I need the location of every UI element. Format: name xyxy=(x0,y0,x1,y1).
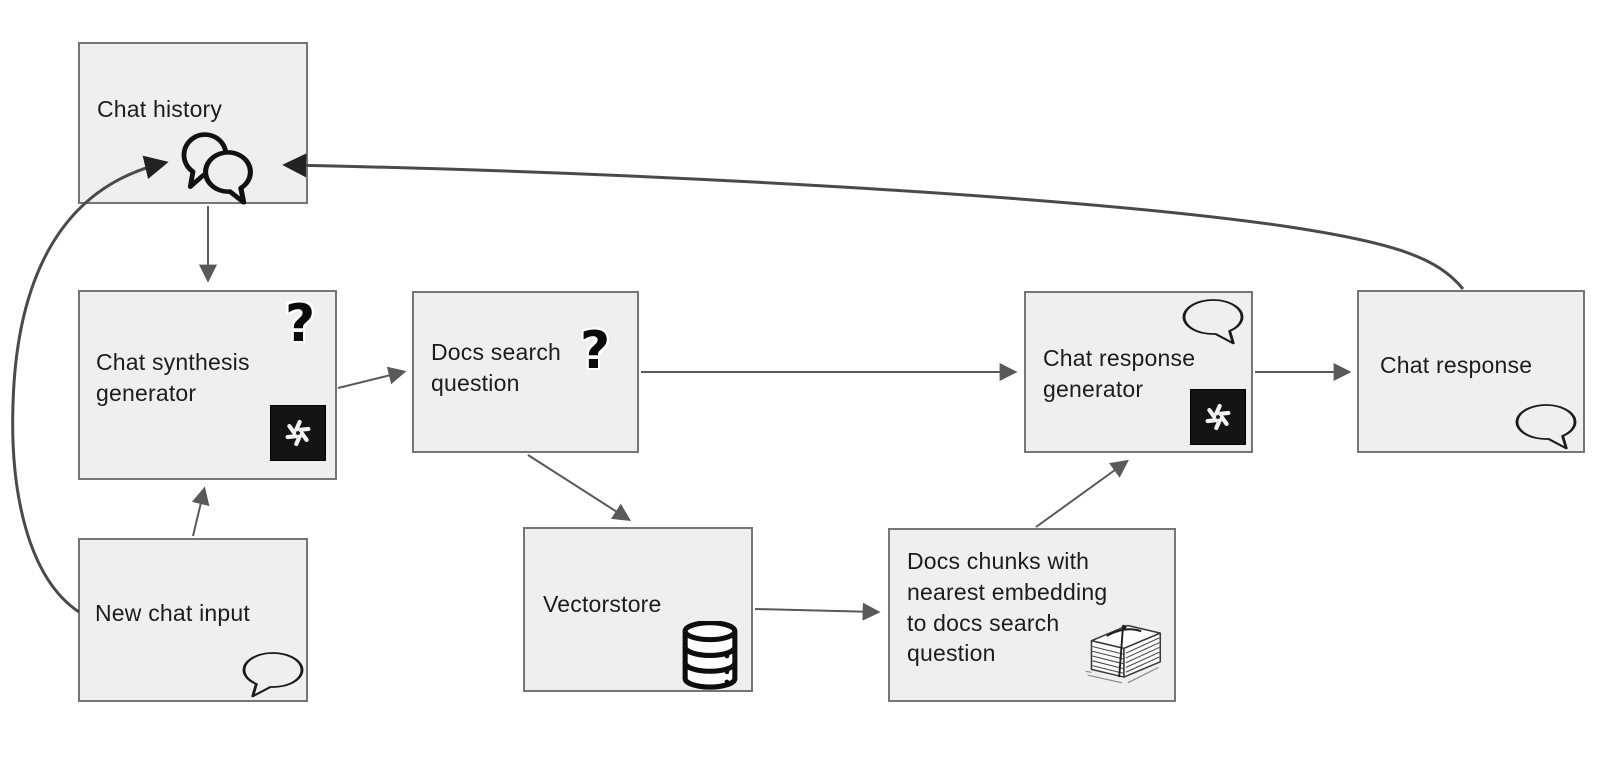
node-label: Chat response generator xyxy=(1043,345,1196,402)
edge-chat-synthesis-generator-to-docs-search-question xyxy=(337,366,407,389)
node-docs-chunks: Docs chunks with nearest embedding to do… xyxy=(888,528,1176,702)
speech-bubble-icon xyxy=(1515,403,1577,450)
node-chat-history: Chat history xyxy=(78,42,308,204)
question-mark-icon: ? xyxy=(285,294,316,354)
node-label: Vectorstore xyxy=(543,591,662,617)
edge-chat-response-to-chat-history xyxy=(282,153,1465,290)
node-new-chat-input: New chat input xyxy=(78,538,308,702)
node-label: Chat response xyxy=(1380,352,1533,378)
edge-new-chat-input-to-chat-synthesis-generator xyxy=(191,486,210,537)
node-vectorstore: Vectorstore xyxy=(523,527,753,692)
node-chat-response: Chat response xyxy=(1357,290,1585,453)
chat-bubbles-icon xyxy=(172,126,264,212)
node-label: Chat history xyxy=(97,96,223,122)
node-label: New chat input xyxy=(95,600,250,626)
openai-logo-icon xyxy=(1190,389,1246,445)
question-mark-icon: ? xyxy=(580,321,611,381)
node-label: Docs search question xyxy=(431,339,562,396)
paper-stack-icon xyxy=(1085,624,1162,684)
node-label: Docs chunks with nearest embedding to do… xyxy=(907,548,1108,667)
node-label: Chat synthesis generator xyxy=(96,349,250,406)
speech-bubble-icon xyxy=(1182,298,1244,345)
edge-vectorstore-to-docs-chunks xyxy=(754,602,881,621)
speech-bubble-icon xyxy=(242,651,304,698)
edge-docs-chunks-to-chat-response-generator xyxy=(1035,459,1129,528)
edge-docs-search-question-to-vectorstore xyxy=(527,454,632,521)
node-docs-search-question: Docs search question ? xyxy=(412,291,639,453)
database-icon xyxy=(682,621,738,690)
openai-logo-icon xyxy=(270,405,326,461)
node-chat-response-generator: Chat response generator xyxy=(1024,291,1253,453)
node-chat-synthesis-generator: Chat synthesis generator ? xyxy=(78,290,337,480)
